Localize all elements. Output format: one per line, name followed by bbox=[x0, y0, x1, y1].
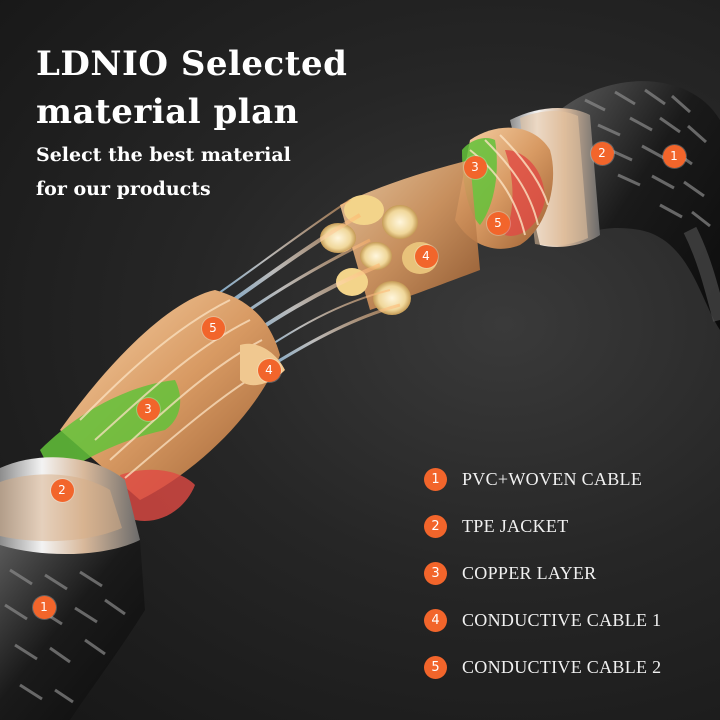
legend-item-conductive-cable-2: 5 CONDUCTIVE CABLE 2 bbox=[424, 644, 661, 691]
lower-jacket bbox=[0, 540, 145, 720]
legend-label: CONDUCTIVE CABLE 2 bbox=[462, 657, 662, 677]
legend-item-pvc-woven-cable: 1 PVC+WOVEN CABLE bbox=[424, 456, 661, 503]
lower-tpe-ring bbox=[0, 457, 140, 559]
headline-line-2: material plan bbox=[36, 92, 299, 132]
callout-upper-3: 3 bbox=[463, 155, 487, 179]
callout-lower-1: 1 bbox=[32, 595, 56, 619]
callout-lower-5: 5 bbox=[201, 316, 225, 340]
legend-number-badge: 5 bbox=[424, 656, 447, 679]
material-legend: 1 PVC+WOVEN CABLE 2 TPE JACKET 3 COPPER … bbox=[424, 456, 661, 691]
legend-number-badge: 2 bbox=[424, 515, 447, 538]
legend-number-badge: 4 bbox=[424, 609, 447, 632]
legend-label: PVC+WOVEN CABLE bbox=[462, 469, 643, 489]
legend-item-copper-layer: 3 COPPER LAYER bbox=[424, 550, 661, 597]
subheadline-line-1: Select the best material bbox=[36, 144, 291, 166]
headline: LDNIO Selected material plan bbox=[36, 40, 347, 136]
strand-ends bbox=[320, 160, 480, 315]
legend-item-tpe-jacket: 2 TPE JACKET bbox=[424, 503, 661, 550]
legend-label: CONDUCTIVE CABLE 1 bbox=[462, 610, 662, 630]
callout-upper-2: 2 bbox=[590, 141, 614, 165]
legend-item-conductive-cable-1: 4 CONDUCTIVE CABLE 1 bbox=[424, 597, 661, 644]
callout-lower-2: 2 bbox=[50, 478, 74, 502]
callout-upper-5: 5 bbox=[486, 211, 510, 235]
legend-number-badge: 3 bbox=[424, 562, 447, 585]
legend-number-badge: 1 bbox=[424, 468, 447, 491]
subheadline: Select the best material for our product… bbox=[36, 138, 291, 206]
legend-label: TPE JACKET bbox=[462, 516, 569, 536]
callout-upper-1: 1 bbox=[662, 144, 686, 168]
headline-line-1: LDNIO Selected bbox=[36, 44, 348, 84]
legend-label: COPPER LAYER bbox=[462, 563, 597, 583]
callout-lower-4: 4 bbox=[257, 358, 281, 382]
subheadline-line-2: for our products bbox=[36, 178, 211, 200]
callout-lower-3: 3 bbox=[136, 397, 160, 421]
callout-upper-4: 4 bbox=[414, 244, 438, 268]
